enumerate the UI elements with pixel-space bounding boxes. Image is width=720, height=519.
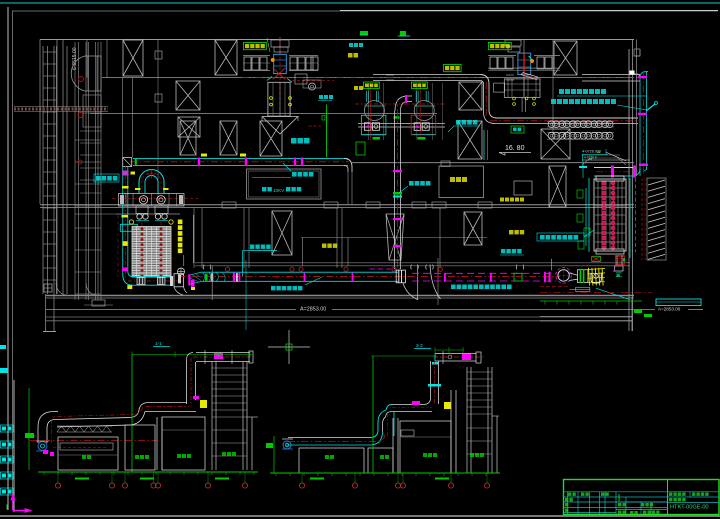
svg-text:HTKT-00GE-00: HTKT-00GE-00 — [670, 505, 709, 511]
svg-text:6-6515.00: 6-6515.00 — [72, 47, 78, 70]
svg-text:A=2853.00: A=2853.00 — [300, 307, 326, 313]
svg-text:3-3: 3-3 — [416, 343, 423, 348]
svg-text:16. 80: 16. 80 — [505, 145, 525, 152]
svg-text:4-0726.9: 4-0726.9 — [584, 156, 597, 160]
svg-text:A=2853.00: A=2853.00 — [658, 307, 681, 312]
svg-text:1-1: 1-1 — [155, 341, 162, 346]
svg-text:4-0726.970: 4-0726.970 — [582, 150, 601, 154]
svg-text:10KV: 10KV — [273, 188, 285, 193]
